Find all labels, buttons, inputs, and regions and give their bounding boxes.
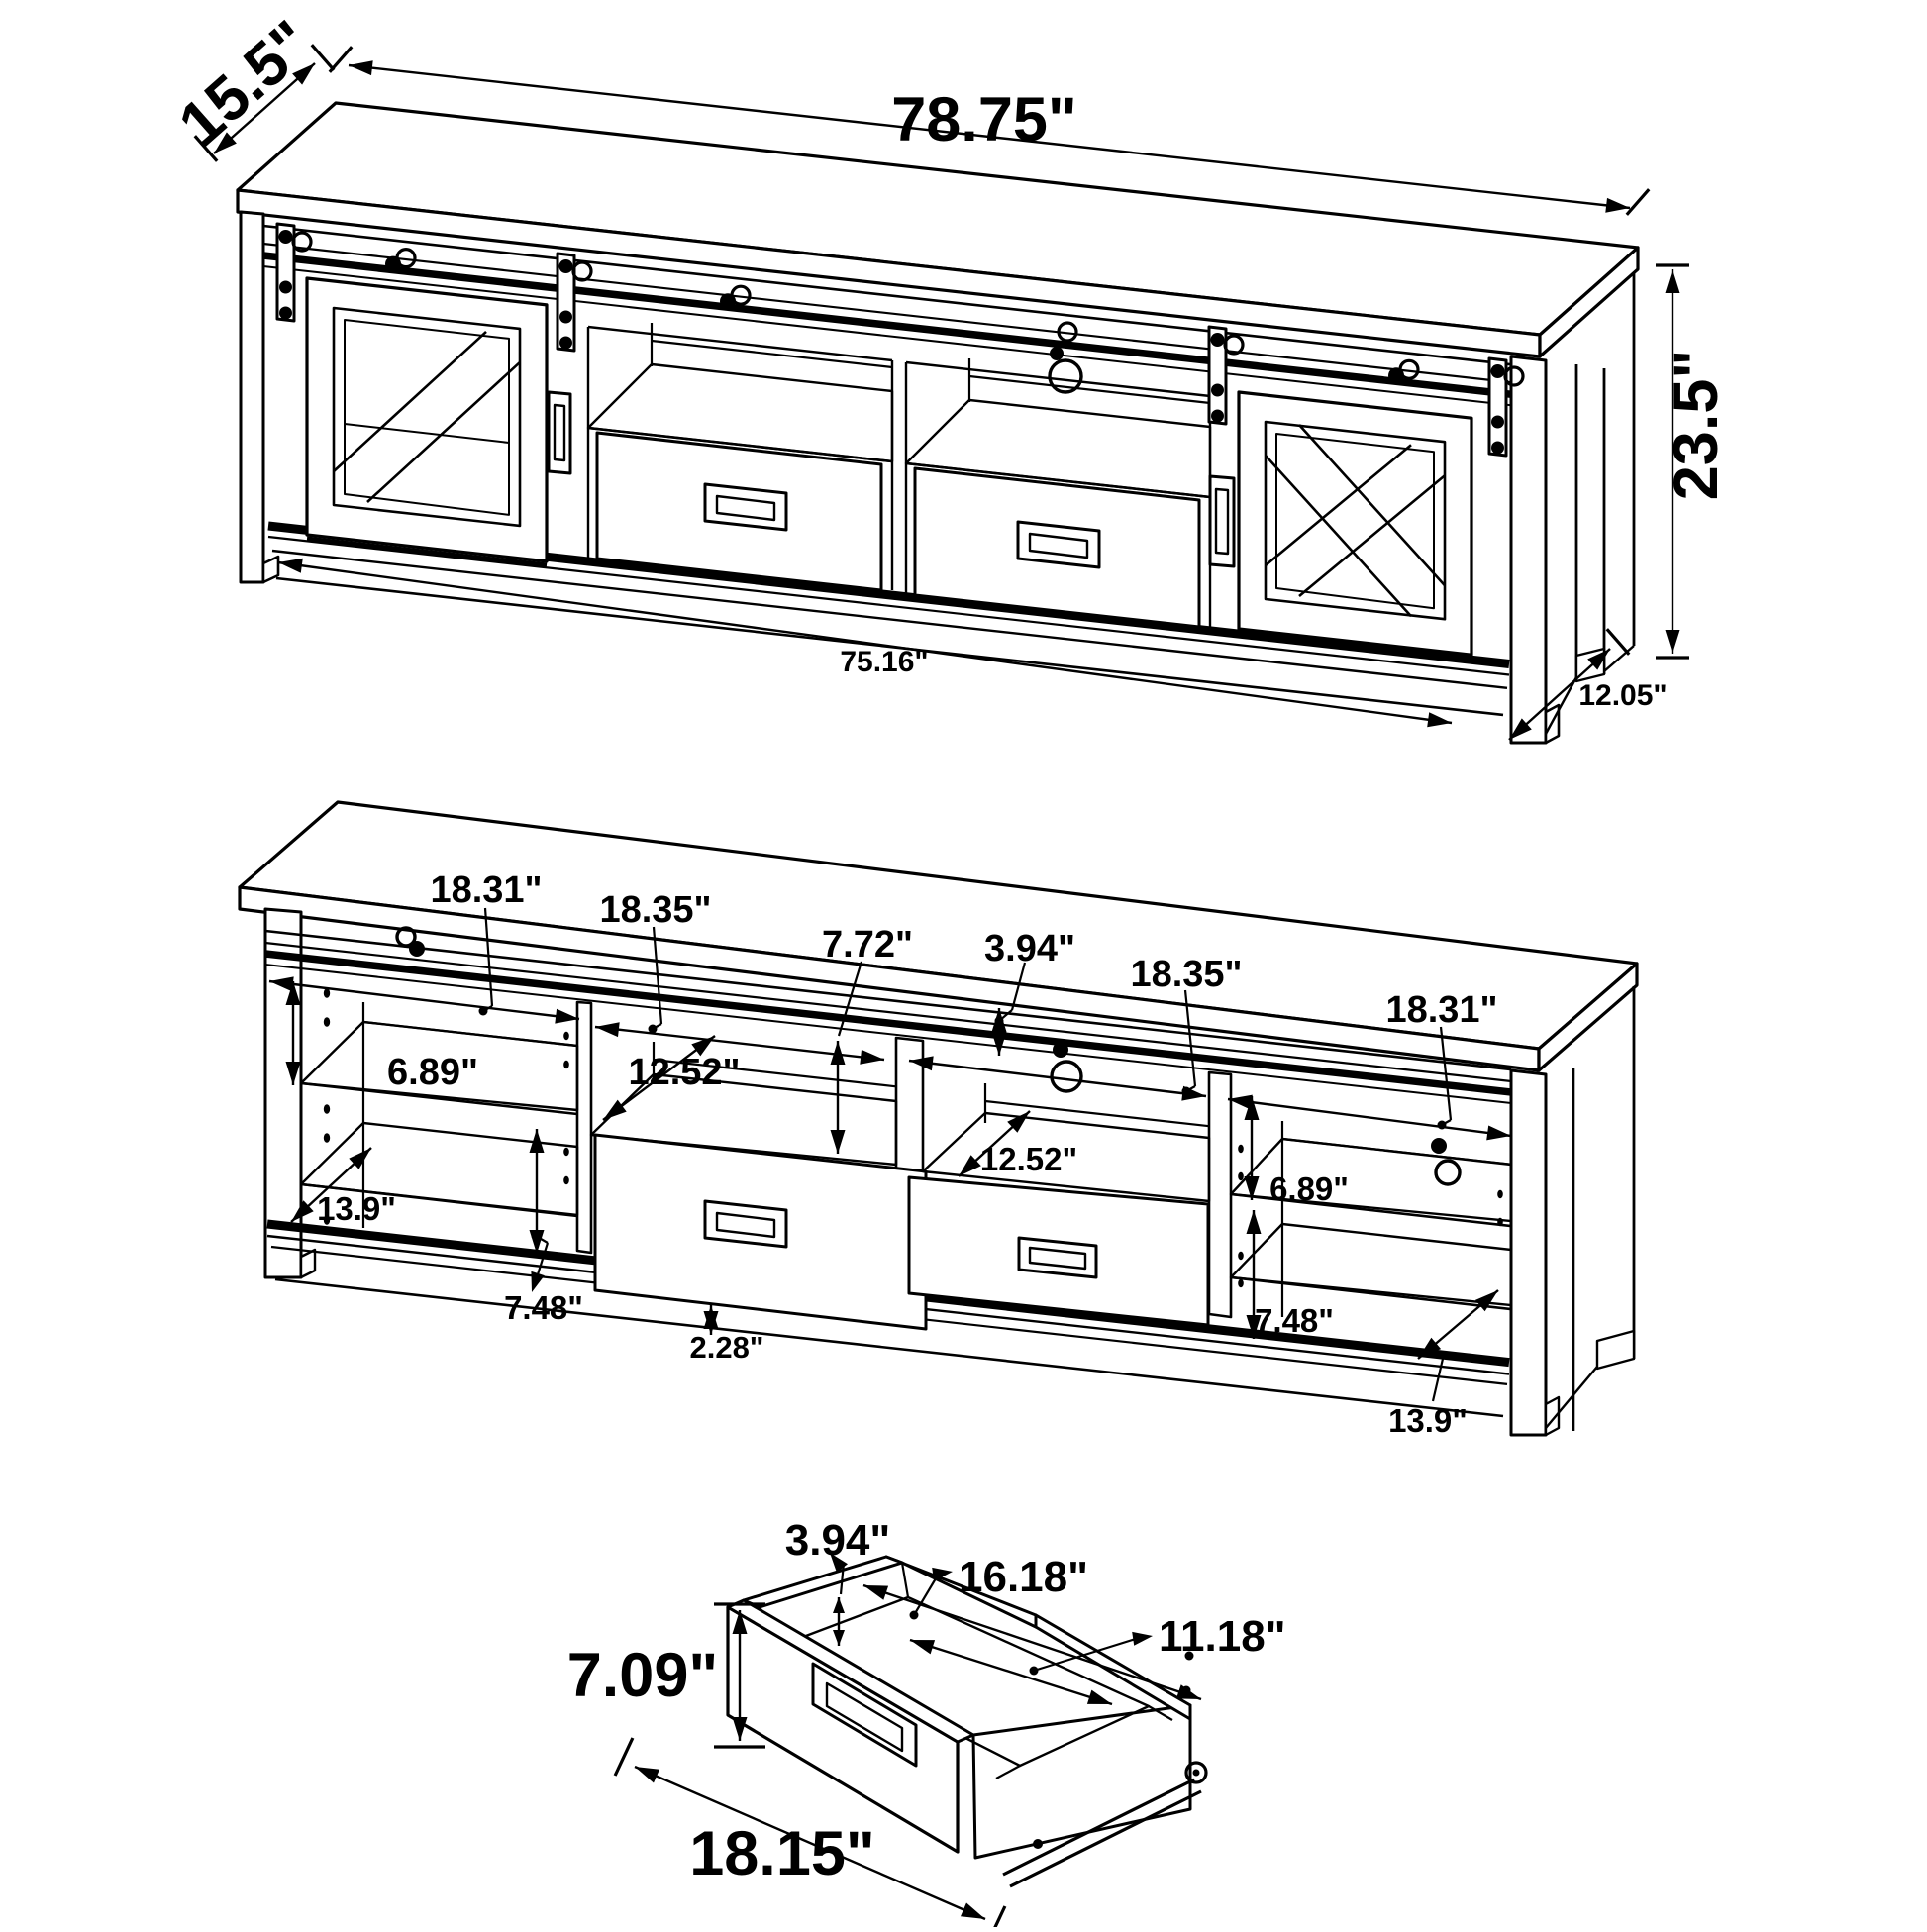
svg-text:18.35": 18.35" — [599, 889, 711, 931]
svg-text:12.52": 12.52" — [980, 1141, 1077, 1177]
svg-text:7.72": 7.72" — [822, 924, 913, 966]
svg-text:11.18": 11.18" — [1159, 1612, 1286, 1661]
svg-text:7.48": 7.48" — [1255, 1302, 1334, 1339]
svg-text:13.9": 13.9" — [1388, 1402, 1468, 1439]
svg-text:7.48": 7.48" — [504, 1289, 583, 1326]
svg-text:75.16": 75.16" — [840, 646, 928, 678]
svg-text:13.9": 13.9" — [317, 1190, 396, 1227]
svg-text:6.89": 6.89" — [1269, 1170, 1349, 1207]
svg-text:16.18": 16.18" — [959, 1553, 1088, 1601]
svg-text:12.05": 12.05" — [1578, 679, 1667, 712]
svg-text:12.52": 12.52" — [628, 1052, 740, 1093]
svg-text:78.75": 78.75" — [891, 85, 1077, 154]
svg-text:23.5": 23.5" — [1662, 350, 1731, 501]
svg-text:6.89": 6.89" — [387, 1052, 478, 1093]
svg-text:3.94": 3.94" — [984, 928, 1075, 969]
svg-text:7.09": 7.09" — [567, 1641, 719, 1710]
svg-text:2.28": 2.28" — [689, 1330, 763, 1365]
svg-text:18.31": 18.31" — [1385, 989, 1497, 1031]
svg-text:3.94": 3.94" — [785, 1516, 891, 1565]
svg-text:18.15": 18.15" — [689, 1819, 875, 1888]
svg-text:18.35": 18.35" — [1130, 954, 1242, 995]
svg-text:18.31": 18.31" — [430, 869, 542, 911]
